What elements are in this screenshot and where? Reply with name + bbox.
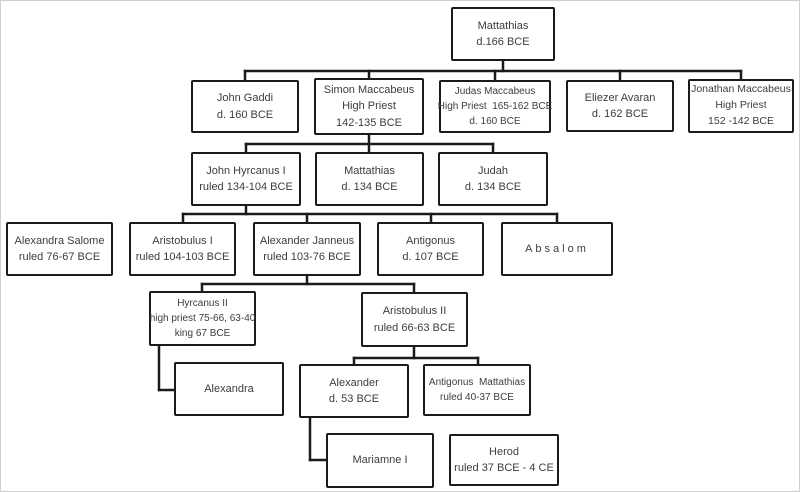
node-text-line: 142-135 BCE — [335, 116, 403, 129]
node-text-line: John Hyrcanus I — [206, 164, 286, 177]
node-text-line: Absalom — [525, 242, 589, 255]
node-alexander-janneus: Alexander Janneus ruled 103-76 BCE — [253, 222, 361, 276]
node-text-line: High Priest 165-162 BCE — [437, 101, 553, 112]
node-text-line: Aristobulus I — [152, 234, 213, 247]
node-mattathias-2: Mattathias d. 134 BCE — [315, 152, 424, 206]
node-mattathias-1: Mattathias d.166 BCE — [451, 7, 555, 61]
node-text-line: Eliezer Avaran — [584, 91, 656, 104]
node-text-line: d. 107 BCE — [402, 251, 459, 263]
node-john-hyrcanus-1: John Hyrcanus I ruled 134-104 BCE — [191, 152, 301, 206]
node-aristobulus-1: Aristobulus I ruled 104-103 BCE — [129, 222, 236, 276]
node-text-line: Judah — [478, 164, 508, 177]
node-text-line: ruled 66-63 BCE — [373, 321, 456, 334]
node-eliezer-avaran: Eliezer Avaran d. 162 BCE — [566, 80, 674, 132]
node-text-line: High Priest — [715, 99, 767, 112]
node-text-line: Alexander — [329, 376, 379, 389]
node-text-line: Mattathias — [477, 19, 529, 32]
node-hyrcanus-2: Hyrcanus II high priest 75-66, 63-40 king … — [149, 291, 256, 346]
node-text-line: ruled 76-67 BCE — [18, 251, 101, 263]
node-text-line: ruled 104-103 BCE — [135, 251, 230, 263]
node-text-line: d. 160 BCE — [216, 108, 274, 121]
node-text-line: Antigonus — [406, 234, 455, 247]
node-judah: Judah d. 134 BCE — [438, 152, 548, 206]
node-alexandra-salome: Alexandra Salome ruled 76-67 BCE — [6, 222, 113, 276]
node-text-line: Antigonus Mattathias — [428, 377, 526, 388]
node-text-line: Mattathias — [344, 164, 395, 177]
node-john-gaddi: John Gaddi d. 160 BCE — [191, 80, 299, 133]
node-text-line: Judas Maccabeus — [454, 86, 536, 97]
node-text-line: d. 53 BCE — [328, 393, 380, 405]
node-text-line: ruled 37 BCE - 4 CE — [454, 462, 554, 474]
node-mariamne-1: Mariamne I — [326, 433, 434, 488]
node-text-line: Hyrcanus II — [177, 298, 228, 309]
node-text-line: ruled 40-37 BCE — [440, 392, 514, 403]
node-text-line: High Priest — [342, 100, 396, 113]
node-alexander: Alexander d. 53 BCE — [299, 364, 409, 418]
node-text-line: Aristobulus II — [382, 305, 447, 317]
node-text-line: high priest 75-66, 63-40 — [149, 313, 256, 324]
node-text-line: Alexandra — [204, 382, 254, 395]
node-text-line: ruled 134-104 BCE — [199, 181, 293, 193]
node-alexandra: Alexandra — [174, 362, 284, 416]
node-text-line: 152 -142 BCE — [708, 114, 774, 127]
node-text-line: ruled 103-76 BCE — [263, 251, 351, 263]
node-text-line: d.166 BCE — [476, 36, 530, 48]
node-antigonus: Antigonus d. 107 BCE — [377, 222, 484, 276]
node-absalom: Absalom — [501, 222, 613, 276]
node-text-line: d. 162 BCE — [591, 108, 649, 120]
node-text-line: Simon Maccabeus — [323, 83, 415, 96]
node-aristobulus-2: Aristobulus II ruled 66-63 BCE — [361, 292, 468, 347]
node-text-line: John Gaddi — [216, 92, 274, 104]
node-text-line: Alexander Janneus — [259, 234, 355, 247]
node-text-line: Mariamne I — [352, 454, 408, 467]
node-herod: Herod ruled 37 BCE - 4 CE — [449, 434, 559, 486]
node-text-line: king 67 BCE — [174, 328, 231, 339]
node-text-line: Herod — [489, 445, 519, 458]
node-antigonus-mattathias: Antigonus Mattathias ruled 40-37 BCE — [423, 364, 531, 416]
node-text-line: d. 134 BCE — [464, 181, 522, 193]
node-text-line: d. 160 BCE — [469, 116, 521, 127]
node-text-line: Jonathan Maccabeus — [691, 83, 791, 96]
node-text-line: d. 134 BCE — [341, 181, 398, 193]
node-text-line: Alexandra Salome — [14, 234, 105, 247]
